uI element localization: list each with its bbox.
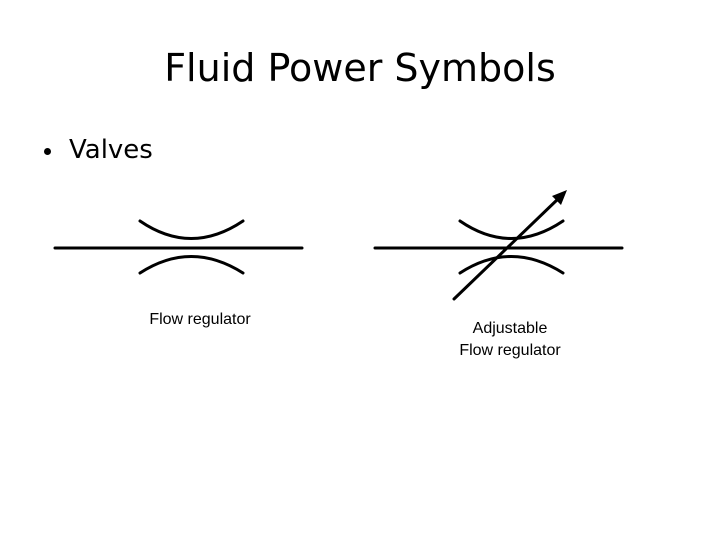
adjustable-caption-line-1: Adjustable [472,320,548,337]
bullet-dot-icon [44,147,51,155]
flow-regulator-upper-arc [138,219,245,240]
adjustment-arrow-shaft [452,196,561,301]
adjustable-regulator-lower-arc [458,255,565,275]
flow-regulator-symbol [53,219,304,275]
bullet-text: Valves [69,135,153,165]
adjustment-arrow-head-icon [552,190,567,205]
bullet-item-valves: Valves [44,132,153,168]
adjustable-flow-regulator-symbol [373,190,624,301]
adjustable-regulator-upper-arc [458,219,565,240]
flow-regulator-caption-line: Flow regulator [149,311,251,328]
flow-regulator-lower-arc [138,255,245,275]
slide-title: Fluid Power Symbols [164,46,556,90]
adjustable-caption-line-2: Flow regulator [459,342,561,359]
bullet-list: Valves [44,132,153,168]
flow-regulator-caption: Flow regulator [120,309,280,331]
adjustable-flow-regulator-caption: Adjustable Flow regulator [430,318,590,362]
